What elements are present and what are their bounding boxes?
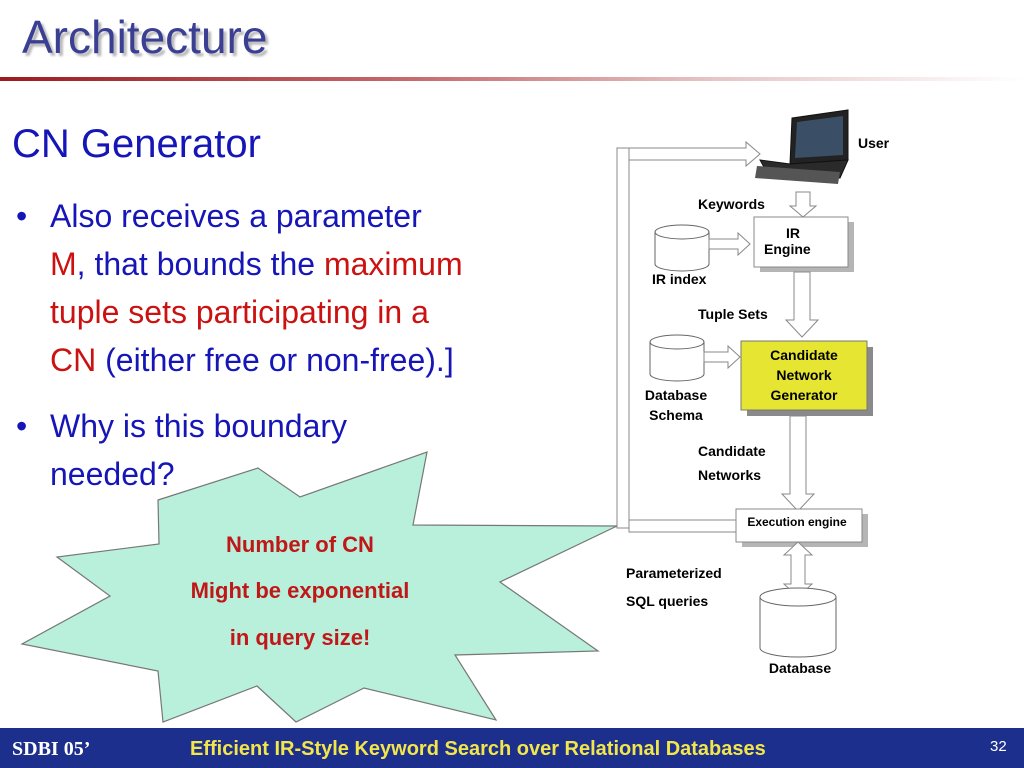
feedback-loop-line xyxy=(616,140,761,533)
cng-label-line3: Generator xyxy=(771,387,838,403)
slide-title: Architecture xyxy=(22,11,268,63)
schema-to-cng-arrow xyxy=(703,344,741,370)
candidate-network-generator-box xyxy=(740,340,873,416)
database-schema-label-line2: Schema xyxy=(649,407,703,423)
bullet-line: Also receives a parameter xyxy=(50,198,422,234)
database-label: Database xyxy=(769,660,831,676)
footer-paper-title: Efficient IR-Style Keyword Search over R… xyxy=(190,738,766,760)
parameterized-label-line2: SQL queries xyxy=(626,593,708,609)
bullet-line: tuple sets participating in a xyxy=(50,294,429,330)
ir-engine-label-line2: Engine xyxy=(764,241,811,257)
bullet-line: M, that bounds the maximum xyxy=(50,246,463,282)
footer-course-label: SDBI 05’ xyxy=(12,738,91,760)
bullet-text: Also receives a parameter M, that bounds… xyxy=(50,192,463,384)
ir-engine-label-line1: IR xyxy=(786,225,800,241)
bullet-dot-icon: • xyxy=(16,408,28,444)
tuple-sets-arrow xyxy=(784,271,820,338)
callout-line-1: Number of CN xyxy=(226,532,374,557)
footer-bar xyxy=(0,728,1024,768)
cng-label-line1: Candidate xyxy=(770,347,838,363)
section-heading: CN Generator xyxy=(12,122,261,166)
laptop-user-icon xyxy=(755,109,849,184)
candidate-networks-label-line1: Candidate xyxy=(698,443,766,459)
candidate-networks-label-line2: Networks xyxy=(698,467,761,483)
architecture-diagram: User Keywords IR Engine IR index Tuple S… xyxy=(20,109,890,723)
bullet-line: needed? xyxy=(50,456,175,492)
bullet-dot-icon: • xyxy=(16,198,28,234)
keywords-arrow xyxy=(788,191,818,218)
bullet-text: Why is this boundary needed? xyxy=(50,402,347,498)
bullet-line: CN (either free or non-free).] xyxy=(50,342,454,378)
cng-label-line2: Network xyxy=(776,367,831,383)
database-schema-label-line1: Database xyxy=(645,387,707,403)
callout-line-2: Might be exponential xyxy=(191,578,410,603)
ir-index-cylinder-icon xyxy=(654,224,710,272)
bullet-line: Why is this boundary xyxy=(50,408,348,444)
callout-starburst: Number of CN Might be exponential in que… xyxy=(20,451,618,723)
user-label: User xyxy=(858,135,890,151)
execution-engine-label: Execution engine xyxy=(747,515,847,529)
tuple-sets-label: Tuple Sets xyxy=(698,306,768,322)
page-number: 32 xyxy=(990,738,1007,755)
ir-index-label: IR index xyxy=(652,271,707,287)
parameterized-label-line1: Parameterized xyxy=(626,565,722,581)
ir-engine-box xyxy=(753,216,854,272)
database-schema-cylinder-icon xyxy=(649,334,705,382)
keywords-label: Keywords xyxy=(698,196,765,212)
execution-engine-box xyxy=(735,508,868,547)
title-underline xyxy=(0,77,1024,81)
database-cylinder-icon xyxy=(759,587,837,658)
candidate-networks-arrow xyxy=(780,415,816,512)
ir-index-to-engine-arrow xyxy=(708,231,751,257)
callout-line-3: in query size! xyxy=(230,625,371,650)
